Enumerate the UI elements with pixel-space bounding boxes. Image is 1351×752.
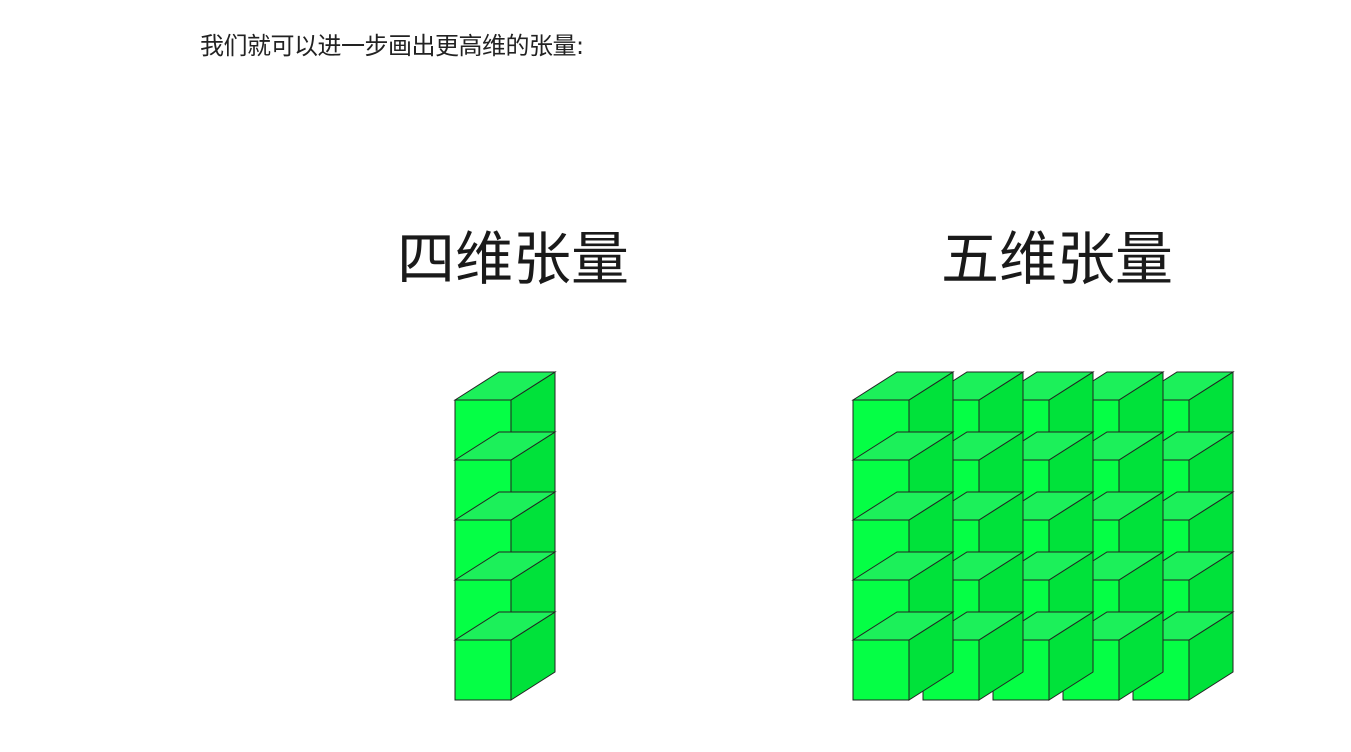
tensor-4d-diagram — [453, 371, 557, 701]
diagram-title-4d: 四维张量 — [397, 225, 630, 293]
intro-text: 我们就可以进一步画出更高维的张量: — [200, 32, 584, 60]
cube-front-face — [852, 639, 910, 701]
cube-r4-c0 — [851, 611, 955, 701]
diagram-title-5d: 五维张量 — [941, 225, 1174, 293]
tensor-5d-diagram — [851, 371, 1235, 701]
cube-r4-c0 — [453, 611, 557, 701]
cube-r4-c2 — [991, 611, 1095, 701]
cube-front-face — [454, 639, 512, 701]
